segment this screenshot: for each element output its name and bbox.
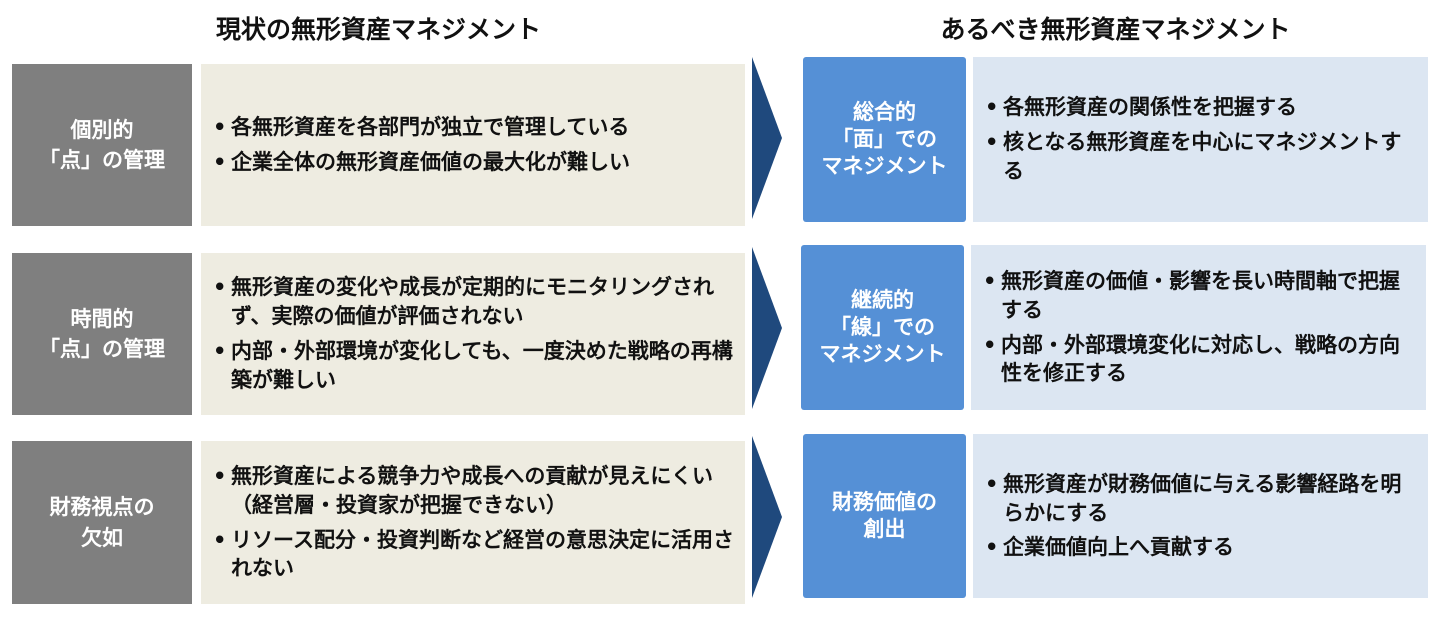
bullet-item: 企業価値向上へ貢献する	[985, 533, 1418, 562]
ideal-label-box: 継続的 「線」での マネジメント	[801, 245, 964, 410]
bullet-item: 無形資産の価値・影響を長い時間軸で把握する	[983, 267, 1416, 325]
current-label: 時間的 「点」の管理	[39, 306, 165, 361]
ideal-label-box: 財務価値の 創出	[803, 434, 966, 598]
ideal-label: 財務価値の 創出	[832, 489, 937, 541]
bullet-item: 内部・外部環境変化に対応し、戦略の方向性を修正する	[983, 331, 1416, 389]
ideal-header: あるべき無形資産マネジメント	[940, 15, 1291, 44]
arrow-right-icon	[752, 247, 782, 409]
arrow-right-icon	[752, 436, 782, 598]
ideal-label-box: 総合的 「面」での マネジメント	[803, 57, 966, 222]
bullet-item: リソース配分・投資判断など経営の意思決定に活用されない	[213, 526, 735, 584]
current-points-box: 無形資産の変化や成長が定期的にモニタリングされず、実際の価値が評価されない内部・…	[201, 253, 745, 415]
arrow-right-icon	[752, 57, 782, 219]
ideal-points-box: 無形資産が財務価値に与える影響経路を明らかにする企業価値向上へ貢献する	[973, 434, 1428, 598]
current-header: 現状の無形資産マネジメント	[215, 15, 541, 44]
bullet-item: 企業全体の無形資産価値の最大化が難しい	[213, 148, 630, 177]
bullet-item: 各無形資産の関係性を把握する	[985, 93, 1418, 122]
ideal-label: 総合的 「面」での マネジメント	[821, 99, 948, 179]
ideal-label: 継続的 「線」での マネジメント	[819, 287, 946, 367]
current-label: 個別的 「点」の管理	[39, 117, 165, 172]
current-points-box: 無形資産による競争力や成長への貢献が見えにくい（経営層・投資家が把握できない） リ…	[201, 441, 745, 604]
bullet-item: 内部・外部環境が変化しても、一度決めた戦略の再構築が難しい	[213, 337, 735, 395]
bullet-item: 無形資産の変化や成長が定期的にモニタリングされず、実際の価値が評価されない	[213, 273, 735, 331]
ideal-points-box: 各無形資産の関係性を把握する核となる無形資産を中心にマネジメントする	[973, 57, 1428, 222]
bullet-item: 無形資産が財務価値に与える影響経路を明らかにする	[985, 470, 1418, 528]
current-label-box: 財務視点の 欠如	[12, 441, 192, 604]
ideal-points-box: 無形資産の価値・影響を長い時間軸で把握する内部・外部環境変化に対応し、戦略の方向…	[971, 245, 1426, 410]
current-points-box: 各無形資産を各部門が独立で管理している企業全体の無形資産価値の最大化が難しい	[201, 64, 745, 226]
bullet-item: 核となる無形資産を中心にマネジメントする	[985, 128, 1418, 186]
current-label: 財務視点の 欠如	[49, 495, 155, 550]
bullet-item: 各無形資産を各部門が独立で管理している	[213, 113, 630, 142]
current-label-box: 時間的 「点」の管理	[12, 253, 192, 415]
bullet-item: 無形資産による競争力や成長への貢献が見えにくい（経営層・投資家が把握できない）	[213, 462, 735, 520]
current-label-box: 個別的 「点」の管理	[12, 64, 192, 226]
